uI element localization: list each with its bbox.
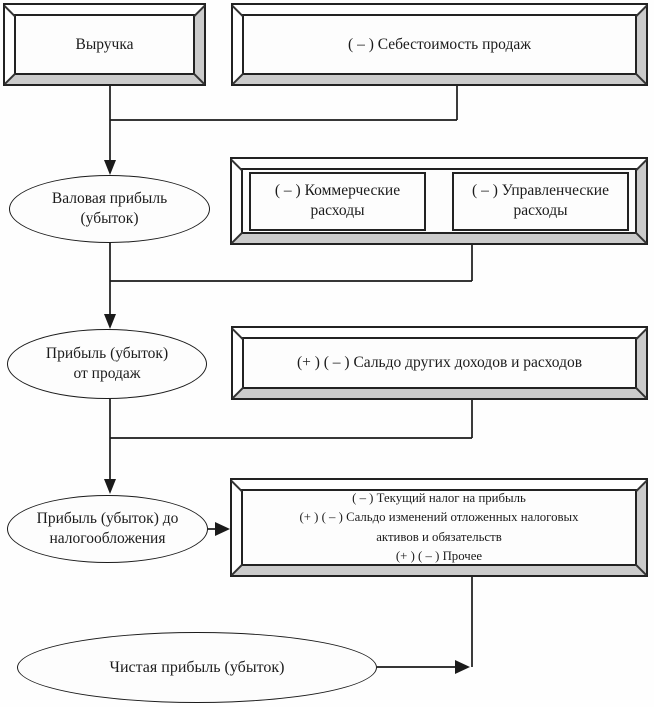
ellipse-pretax-profit-line2: налогообложения: [49, 530, 166, 547]
box-other-income-expense: (+ ) ( – ) Сальдо других доходов и расхо…: [231, 326, 648, 400]
ellipse-pretax-profit: Прибыль (убыток) до налогообложения: [7, 495, 208, 563]
connector-revenue-cost-to-gross: [109, 86, 458, 160]
ellipse-sales-profit-line2: от продаж: [73, 365, 141, 382]
bevel-frame: Выручка: [5, 5, 204, 84]
box-tax-adjustments: ( – ) Текущий налог на прибыль (+ ) ( – …: [230, 478, 648, 577]
box-tax-adjustments-line1: ( – ) Текущий налог на прибыль: [352, 491, 526, 506]
ellipse-gross-profit: Валовая прибыль (убыток): [9, 175, 210, 243]
box-admin-expenses-line1: ( – ) Управленческие: [472, 182, 609, 200]
arrowhead-right-junction: [455, 660, 470, 674]
box-admin-expenses: ( – ) Управленческие расходы: [452, 171, 629, 231]
box-cost-of-sales-label: ( – ) Себестоимость продаж: [348, 35, 531, 53]
ellipse-pretax-profit-line1: Прибыль (убыток) до: [36, 510, 179, 528]
box-cost-of-sales: ( – ) Себестоимость продаж: [231, 3, 648, 86]
ellipse-sales-profit-line1: Прибыль (убыток): [45, 345, 169, 363]
ellipse-gross-profit-line1: Валовая прибыль: [51, 190, 168, 208]
box-expenses-group: ( – ) Коммерческие расходы ( – ) Управле…: [230, 157, 648, 245]
connector-sales-saldo-to-pretax: [109, 399, 473, 479]
arrowhead-down-pretax: [104, 479, 116, 494]
arrowhead-down-sales: [104, 314, 116, 329]
box-commercial-expenses-line2: расходы: [310, 202, 365, 219]
arrowhead-down-gross: [104, 160, 116, 175]
box-tax-adjustments-line3: активов и обязательств: [376, 529, 502, 544]
ellipse-gross-profit-line2: (убыток): [80, 210, 139, 227]
box-admin-expenses-line2: расходы: [513, 202, 568, 219]
bevel-frame: ( – ) Коммерческие расходы ( – ) Управле…: [232, 159, 646, 243]
box-other-income-expense-label: (+ ) ( – ) Сальдо других доходов и расхо…: [296, 354, 583, 372]
arrowhead-right-tax: [215, 522, 230, 536]
box-commercial-expenses-line1: ( – ) Коммерческие: [274, 182, 401, 200]
bevel-frame: ( – ) Текущий налог на прибыль (+ ) ( – …: [232, 480, 646, 575]
box-commercial-expenses: ( – ) Коммерческие расходы: [249, 171, 426, 231]
bevel-frame: (+ ) ( – ) Сальдо других доходов и расхо…: [233, 328, 646, 398]
ellipse-net-profit: Чистая прибыль (убыток): [17, 632, 377, 703]
box-revenue: Выручка: [3, 3, 206, 86]
box-revenue-label: Выручка: [75, 35, 134, 53]
bevel-frame: ( – ) Себестоимость продаж: [233, 5, 646, 84]
ellipse-sales-profit: Прибыль (убыток) от продаж: [7, 329, 207, 399]
ellipse-net-profit-label: Чистая прибыль (убыток): [109, 658, 285, 676]
box-tax-adjustments-line4: (+ ) ( – ) Прочее: [395, 548, 483, 563]
connector-gross-expenses-to-sales: [109, 243, 473, 314]
box-tax-adjustments-line2: (+ ) ( – ) Сальдо изменений отложенных н…: [299, 510, 579, 525]
connector-tax-to-net: [377, 577, 473, 668]
